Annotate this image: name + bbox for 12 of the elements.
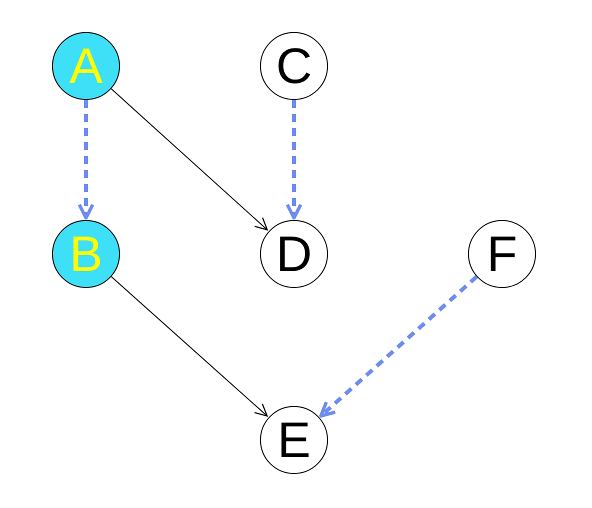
node-label: C bbox=[276, 41, 312, 91]
node-label: D bbox=[276, 229, 312, 279]
arrow bbox=[110, 276, 268, 417]
node-label: A bbox=[69, 41, 103, 91]
arrow bbox=[319, 275, 478, 418]
node-label: B bbox=[69, 229, 103, 279]
node-label: E bbox=[277, 415, 311, 465]
arrow bbox=[286, 100, 302, 220]
arrow bbox=[110, 88, 268, 230]
node-label: F bbox=[486, 229, 518, 279]
arrow bbox=[78, 100, 94, 220]
node-circle bbox=[260, 406, 328, 474]
